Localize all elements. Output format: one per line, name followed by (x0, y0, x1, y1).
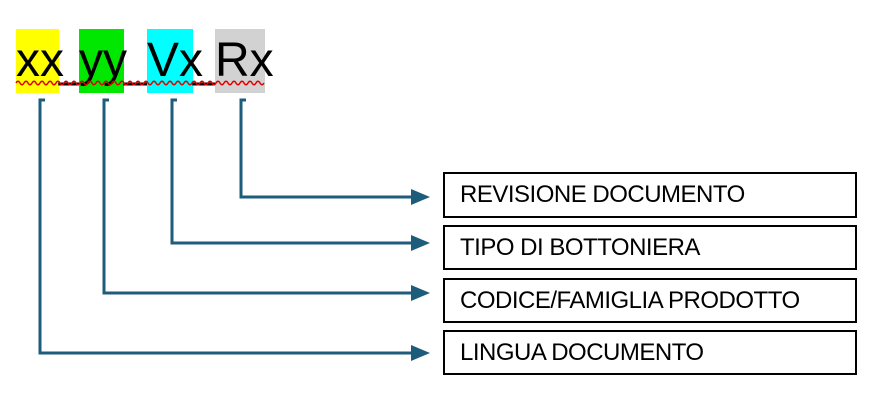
separator-underscore: _ (59, 34, 86, 87)
separator-underscore: _ (124, 34, 151, 87)
segment-lingua: xx (16, 29, 64, 93)
label-box-lingua-documento: LINGUA DOCUMENTO (443, 330, 857, 375)
segment-tipo-bottoniera: Vx (147, 29, 203, 93)
label-text-tipo-di-bottoniera: TIPO DI BOTTONIERA (460, 233, 700, 261)
label-text-codice-famiglia-prodotto: CODICE/FAMIGLIA PRODOTTO (460, 286, 800, 314)
label-text-revisione-documento: REVISIONE DOCUMENTO (460, 181, 745, 208)
connector-vx-to-tipo-bottoniera (170, 98, 412, 245)
label-text-lingua-documento: LINGUA DOCUMENTO (460, 338, 704, 366)
connector-xx-to-lingua-documento (38, 98, 412, 355)
segment-revisione: Rx (215, 29, 274, 93)
arrowhead-tipo-bottoniera (411, 235, 430, 251)
separator-underscore: _ (193, 34, 220, 87)
arrowhead-lingua-documento (411, 345, 430, 361)
segment-codice-famiglia: yy (79, 29, 127, 93)
label-box-revisione-documento: REVISIONE DOCUMENTO (443, 172, 857, 218)
label-box-codice-famiglia-prodotto: CODICE/FAMIGLIA PRODOTTO (443, 278, 857, 323)
label-box-tipo-di-bottoniera: TIPO DI BOTTONIERA (443, 225, 857, 270)
filename-pattern: xx _ yy _ Vx _ Rx (16, 29, 274, 93)
arrowhead-revisione-documento (411, 189, 430, 205)
arrowhead-codice-famiglia (411, 285, 430, 301)
connector-rx-to-revisione-documento (239, 98, 412, 199)
connector-yy-to-codice-famiglia (102, 98, 412, 295)
